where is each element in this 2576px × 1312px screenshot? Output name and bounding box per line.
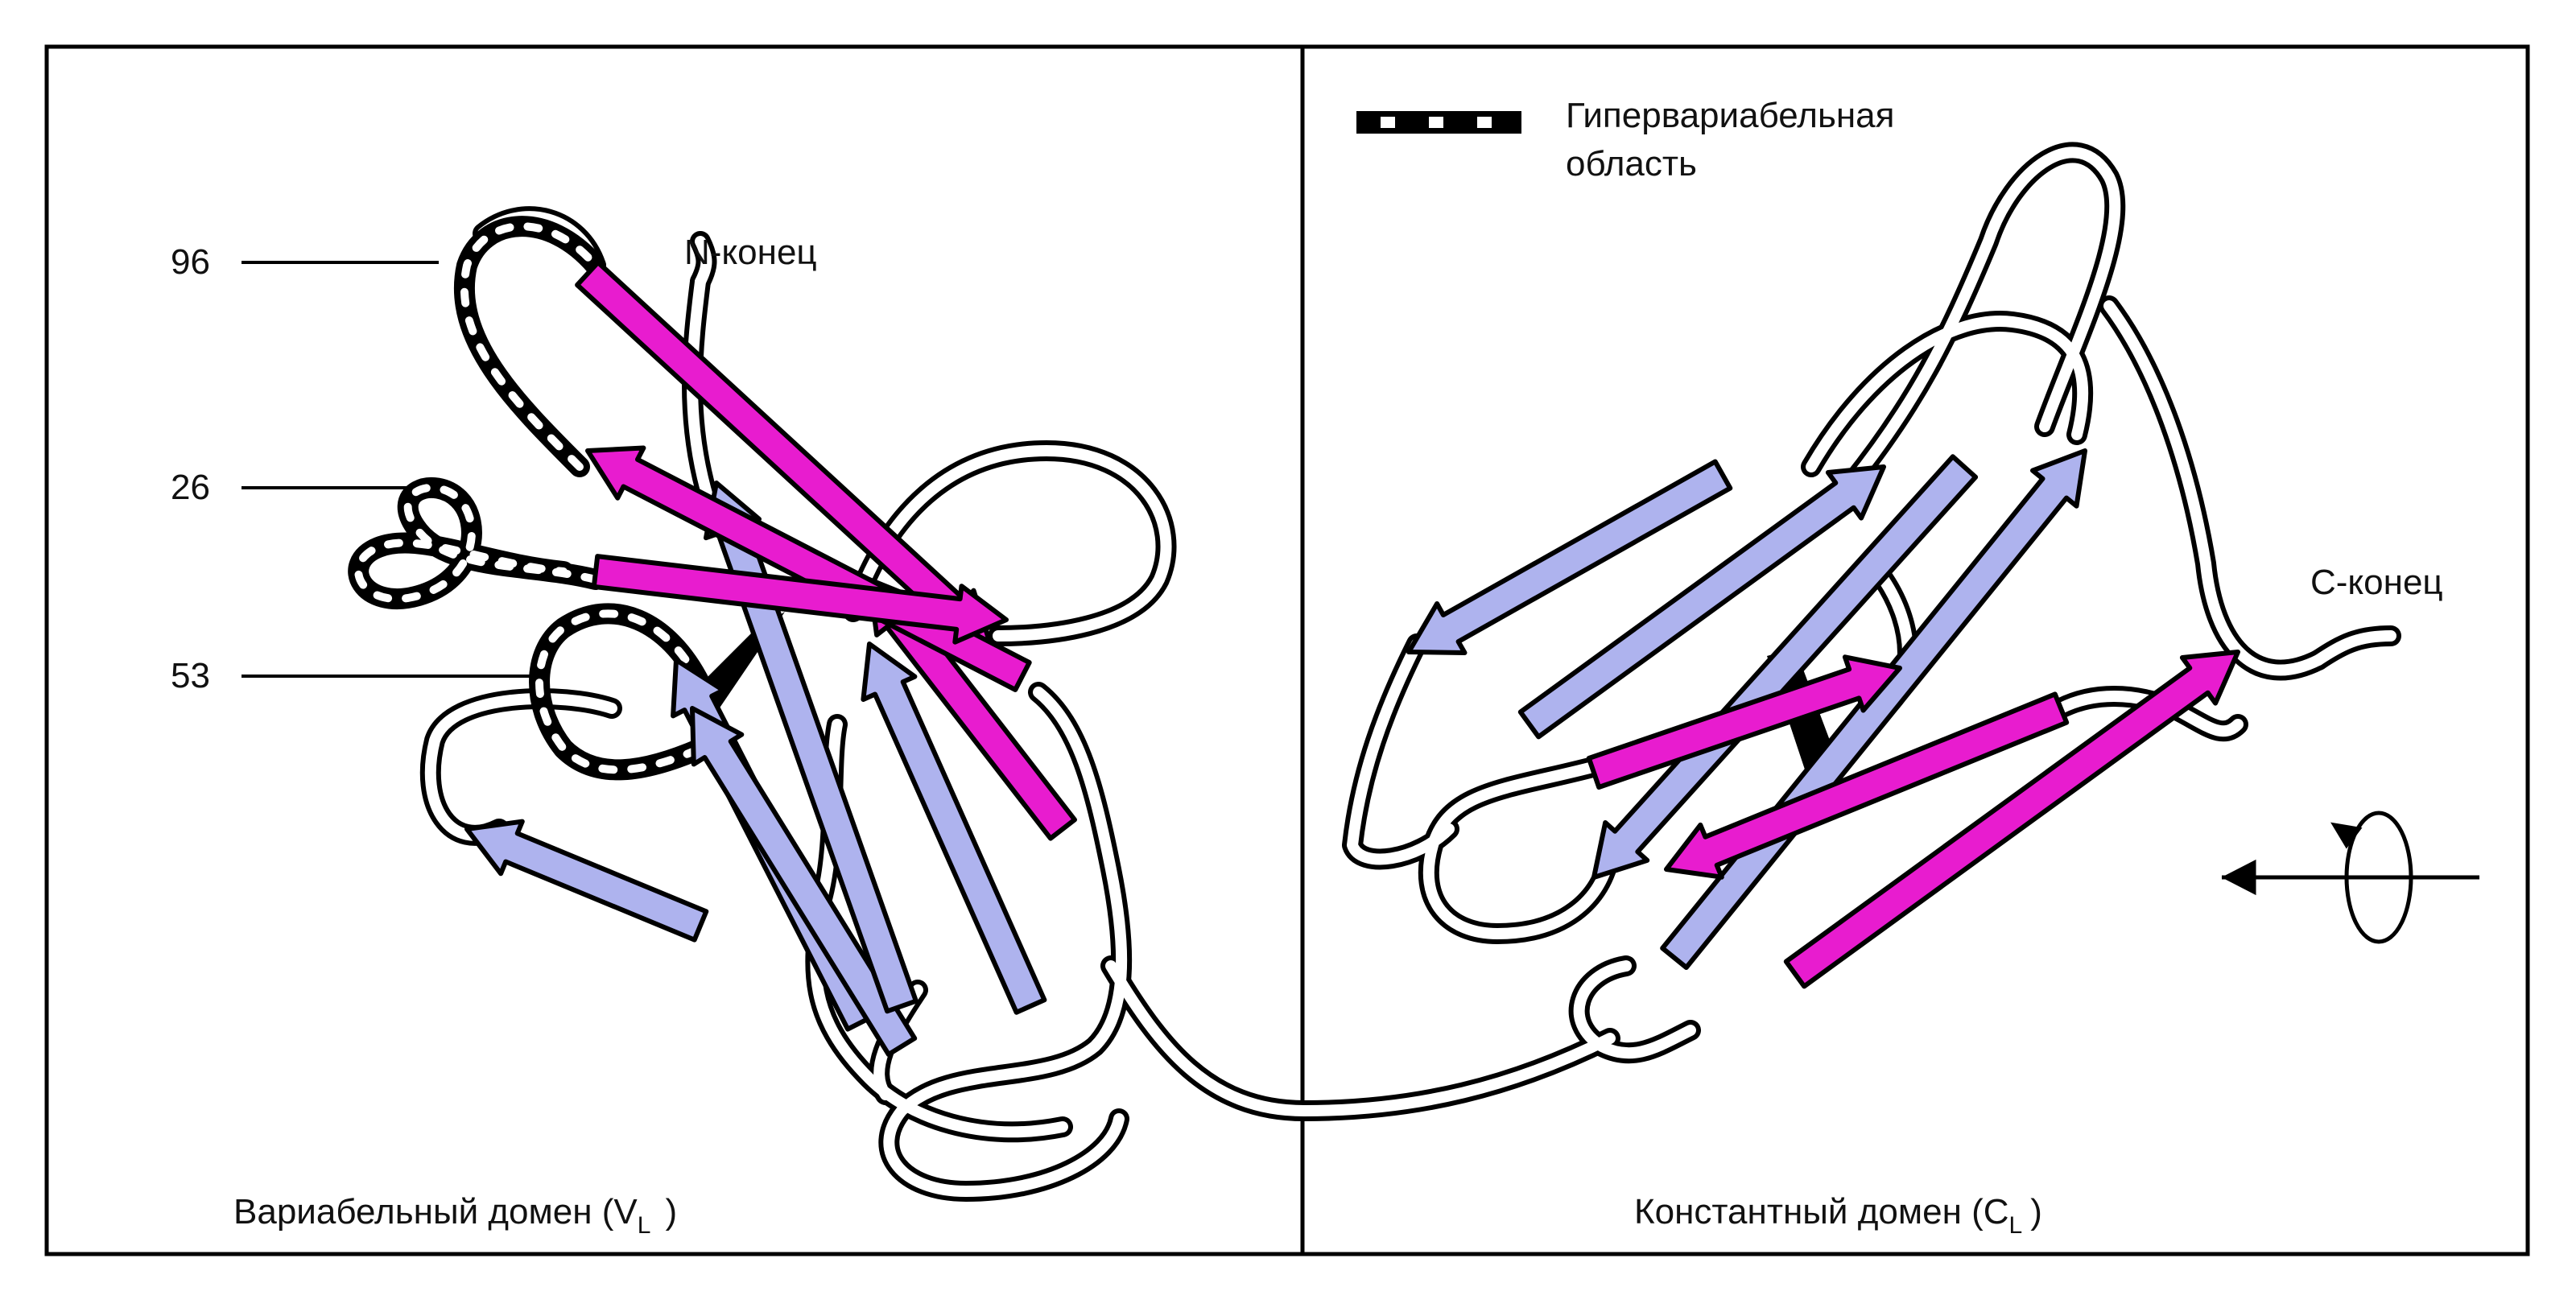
hypervariable-legend-dash (1429, 117, 1443, 128)
hypervariable-loops (348, 216, 711, 781)
strand-arrow (861, 642, 1047, 1015)
hypervariable-legend-dash (1381, 117, 1395, 128)
variable-domain-caption: Вариабельный домен (VL) (233, 1192, 677, 1239)
strand-arrow (1406, 459, 1733, 655)
figure-frame (44, 44, 2530, 1256)
strand-arrow (585, 445, 1032, 692)
strand-arrow (1664, 691, 2070, 880)
hypervariable-legend-dash (1477, 117, 1492, 128)
n-terminus-label: N-конец (684, 233, 817, 272)
rotation-axis-icon (2221, 811, 2479, 944)
legend: Гипервариабельная область (1356, 96, 1894, 184)
c-terminus-label: C-конец (2310, 563, 2443, 602)
strand-arrow (464, 819, 709, 943)
residue-26-label: 26 (171, 468, 210, 507)
hypervariable-label-line2: область (1566, 144, 1697, 184)
hypervariable-label-line1: Гипервариабельная (1566, 96, 1894, 135)
residue-96-label: 96 (171, 242, 210, 282)
residue-53-label: 53 (171, 656, 210, 695)
constant-domain-caption: Константный домен (CL) (1634, 1192, 2042, 1239)
strand-arrow (690, 706, 918, 1057)
residue-markers: 96 26 53 (171, 242, 531, 695)
strand-arrow (1783, 650, 2240, 989)
beta-strands (464, 260, 2240, 1057)
strand-arrow (1591, 454, 1979, 880)
strand-arrow (591, 554, 1009, 645)
strand-arrow (1586, 654, 1902, 790)
strand-arrow (1517, 464, 1886, 740)
